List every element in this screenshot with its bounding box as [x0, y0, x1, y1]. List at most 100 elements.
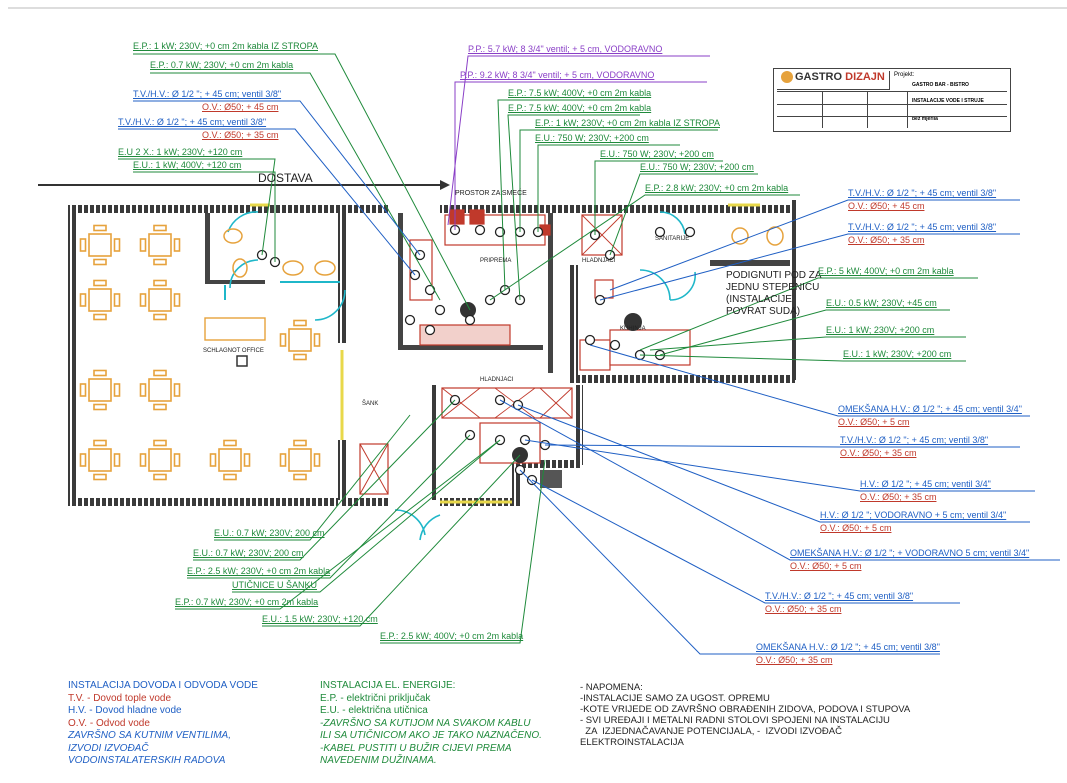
- callout-label: T.V./H.V.: Ø 1/2 "; + 45 cm; ventil 3/8": [133, 89, 282, 99]
- table: [88, 448, 112, 472]
- chair: [173, 453, 181, 467]
- chair: [313, 453, 321, 467]
- equipment-cross-hatch: [441, 214, 623, 419]
- leader-line: [519, 469, 940, 655]
- chair: [243, 453, 251, 467]
- chair: [153, 224, 167, 232]
- room-label-smece: PROSTOR ZA SMEĆE: [455, 188, 527, 197]
- chair: [153, 403, 167, 411]
- leader-line: [214, 414, 411, 541]
- callout-label: O.V.: Ø50; + 35 cm: [860, 492, 937, 502]
- note-line-6: ELEKTROINSTALACIJA: [580, 737, 684, 748]
- room-label-dostava: DOSTAVA: [258, 171, 313, 185]
- room-label-sanitarije: SANITARIJE: [655, 236, 689, 242]
- notes: - NAPOMENA: -INSTALACIJE SAMO ZA UGOST. …: [580, 682, 910, 748]
- chair: [293, 439, 307, 447]
- leader-line: [118, 128, 416, 276]
- leader-line: [497, 99, 640, 291]
- leader-line: [531, 479, 960, 604]
- logo-icon: [781, 71, 793, 84]
- callout-label: E.U 2 X.: 1 kW; 230V; +120 cm: [118, 147, 243, 157]
- chair: [79, 383, 87, 397]
- callout-label: O.V.: Ø50; + 35 cm: [756, 655, 833, 665]
- callout-leader-lines: [118, 53, 1060, 655]
- chair: [153, 369, 167, 377]
- leader-line: [499, 399, 1060, 561]
- column: [236, 355, 248, 367]
- chair: [93, 224, 107, 232]
- table: [288, 448, 312, 472]
- connection-point: [424, 324, 436, 336]
- callout-label: O.V.: Ø50; + 45 cm: [202, 102, 279, 112]
- chair: [293, 473, 307, 481]
- legend-power-title: INSTALACIJA EL. ENERGIJE:: [320, 680, 456, 691]
- connection-point: [584, 334, 596, 346]
- dining-tables: [79, 224, 321, 481]
- leader-line: [193, 399, 456, 561]
- callout-label: T.V./H.V.: Ø 1/2 "; + 45 cm; ventil 3/8": [848, 222, 997, 232]
- table: [148, 233, 172, 257]
- note-line-3: -KOTE VRIJEDE OD ZAVRŠNO OBRAĐENIH ZIDOV…: [580, 704, 911, 715]
- chair: [153, 279, 167, 287]
- leader-line: [507, 114, 640, 301]
- leader-line: [517, 404, 1030, 523]
- chair: [79, 453, 87, 467]
- leader-line: [454, 81, 707, 230]
- callout-label: E.U.: 0.7 kW; 230V; 200 cm: [214, 528, 325, 538]
- callout-label: O.V.: Ø50; + 5 cm: [790, 561, 862, 571]
- leader-line: [599, 233, 1020, 301]
- note-line-5: ZA IZJEDNAČAVANJE POTENCIJALA, - IZVODI …: [580, 726, 842, 737]
- leader-line: [380, 459, 546, 644]
- chair: [223, 439, 237, 447]
- table: [148, 378, 172, 402]
- connection-point: [404, 314, 416, 326]
- callout-label: O.V.: Ø50; + 35 cm: [840, 448, 917, 458]
- leader-line: [594, 160, 723, 235]
- chair: [153, 258, 167, 266]
- table: [218, 448, 242, 472]
- chair: [139, 383, 147, 397]
- chair: [113, 238, 121, 252]
- leader-line: [609, 173, 758, 256]
- chair: [173, 383, 181, 397]
- chair: [153, 313, 167, 321]
- callout-label: E.P.: 2.5 kW; 230V; +0 cm 2m kabla: [187, 566, 331, 576]
- raised-floor-note: PODIGNUTI POD ZA JEDNU STEPENICU (INSTAL…: [726, 270, 822, 317]
- table: [88, 233, 112, 257]
- leader-line: [133, 53, 471, 311]
- legend-water-note1: ZAVRŠNO SA KUTNIM VENTILIMA,: [68, 730, 231, 741]
- dostava-arrowhead: [440, 180, 450, 190]
- callout-label: E.P.: 0.7 kW; 230V; +0 cm 2m kabla: [150, 60, 294, 70]
- leader-line: [133, 100, 421, 256]
- kitchen-equipment: [409, 209, 691, 464]
- leader-line: [589, 344, 1030, 417]
- chair: [93, 403, 107, 411]
- callout-label: E.U.: 1 kW; 230V; +200 cm: [843, 349, 952, 359]
- callout-label: E.P.: 7.5 kW; 400V; +0 cm 2m kabla: [508, 103, 652, 113]
- callout-label: H.V.: Ø 1/2 "; VODORAVNO + 5 cm; ventil …: [820, 510, 1007, 520]
- title-block-grid: [777, 91, 1007, 128]
- callout-label: T.V./H.V.: Ø 1/2 "; + 45 cm; ventil 3/8": [848, 188, 997, 198]
- office-desk: [204, 317, 266, 341]
- callout-label: OMEKŠANA H.V.: Ø 1/2 "; + 45 cm; ventil …: [838, 404, 1022, 414]
- callout-label: E.U.: 750 W; 230V; +200 cm: [535, 133, 649, 143]
- connection-point: [684, 226, 696, 238]
- callout-label: O.V.: Ø50; + 35 cm: [202, 130, 279, 140]
- leader-line: [639, 354, 966, 362]
- chair: [93, 439, 107, 447]
- callout-label: E.U.: 750 W; 230V; +200 cm: [640, 162, 754, 172]
- room-label-hladnjaci-bottom: HLADNJACI: [480, 377, 514, 383]
- callout-label: E.P.: 2.8 kW; 230V; +0 cm 2m kabla: [645, 183, 789, 193]
- title-block-scale: bez mjerila: [912, 116, 938, 122]
- room-label-priprema: PRIPREMA: [480, 258, 511, 264]
- callout-label: P.P.: 5.7 kW; 8 3/4" ventil; + 5 cm, VOD…: [468, 44, 663, 54]
- callout-label: E.U.: 1 kW; 230V; +200 cm: [826, 325, 935, 335]
- note-line-2: -INSTALACIJE SAMO ZA UGOST. OPREMU: [580, 693, 770, 704]
- title-block-logo: GASTRO DIZAJN: [777, 71, 890, 90]
- callout-label: E.U.: 1 kW; 400V; +120 cm: [133, 160, 242, 170]
- callout-label: T.V./H.V.: Ø 1/2 "; + 45 cm; ventil 3/8": [118, 117, 267, 127]
- chair: [113, 293, 121, 307]
- connection-point: [494, 226, 506, 238]
- room-label-office: SCHLAGNOT OFFICE: [203, 348, 264, 354]
- callout-label: O.V.: Ø50; + 45 cm: [848, 201, 925, 211]
